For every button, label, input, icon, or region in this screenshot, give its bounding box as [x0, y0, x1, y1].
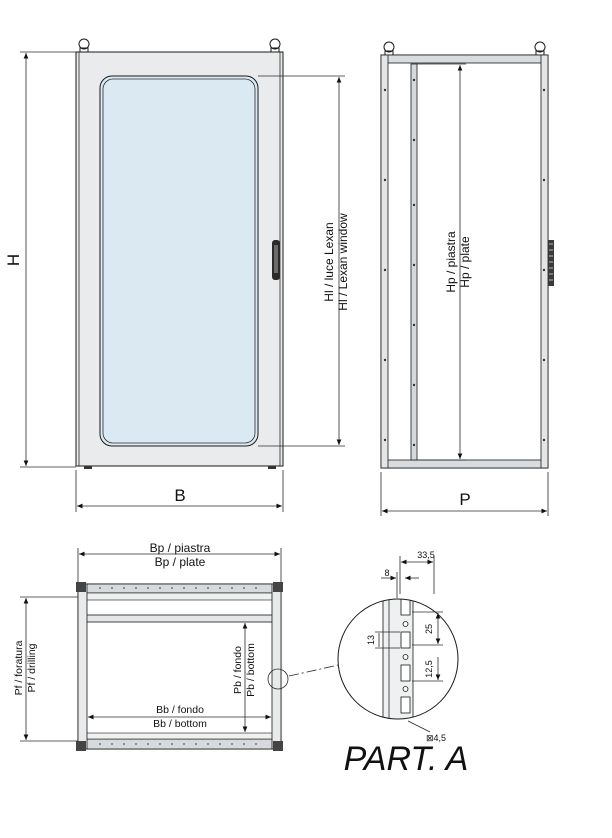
plan-view — [20, 548, 353, 751]
bottom-width-label-1: Bb / fondo — [156, 704, 204, 716]
lifting-eye-right — [269, 38, 281, 53]
mounting-plate-rail — [410, 63, 418, 461]
width-label: B — [174, 486, 185, 505]
lifting-eye-side-right — [534, 41, 546, 56]
lifting-eye-left — [78, 38, 90, 53]
detail-circle-a — [267, 668, 289, 690]
detail-dim-25: 25 — [424, 624, 434, 634]
height-label: H — [4, 254, 23, 266]
lexan-window — [99, 75, 259, 447]
side-handle-icon — [548, 240, 554, 286]
window-label-1: Hl / luce Lexan — [322, 222, 336, 301]
door-handle-icon — [272, 240, 280, 280]
side-cabinet-body — [380, 54, 549, 469]
detail-title: PART. A — [344, 740, 469, 778]
front-view — [20, 38, 345, 512]
detail-dim-33-5: 33,5 — [417, 550, 435, 560]
plate-height-label-1: Hp / piastra — [444, 231, 458, 293]
detail-dim-13: 13 — [366, 635, 376, 645]
plate-width-label-2: Bp / plate — [155, 555, 206, 569]
detail-a — [337, 556, 459, 733]
bottom-depth-label-1: Pb / fondo — [232, 646, 244, 694]
side-view — [380, 41, 554, 516]
depth-label: P — [459, 490, 470, 509]
plate-height-label-2: Hp / plate — [458, 236, 472, 288]
detail-dim-8: 8 — [384, 568, 389, 578]
detail-hole-label: ⊠4,5 — [426, 733, 446, 743]
drilling-label-1: Pf / foratura — [13, 640, 25, 695]
detail-dim-12-5: 12,5 — [424, 660, 434, 678]
plate-width-label-1: Bp / piastra — [150, 541, 211, 555]
window-label-2: Hl / Lexan window — [336, 213, 350, 311]
lifting-eye-side-left — [383, 41, 395, 56]
plate-rail — [77, 614, 282, 623]
bottom-width-label-2: Bb / bottom — [153, 718, 207, 730]
drilling-label-2: Pf / drilling — [26, 643, 38, 692]
bottom-depth-label-2: Pb / bottom — [245, 643, 257, 697]
